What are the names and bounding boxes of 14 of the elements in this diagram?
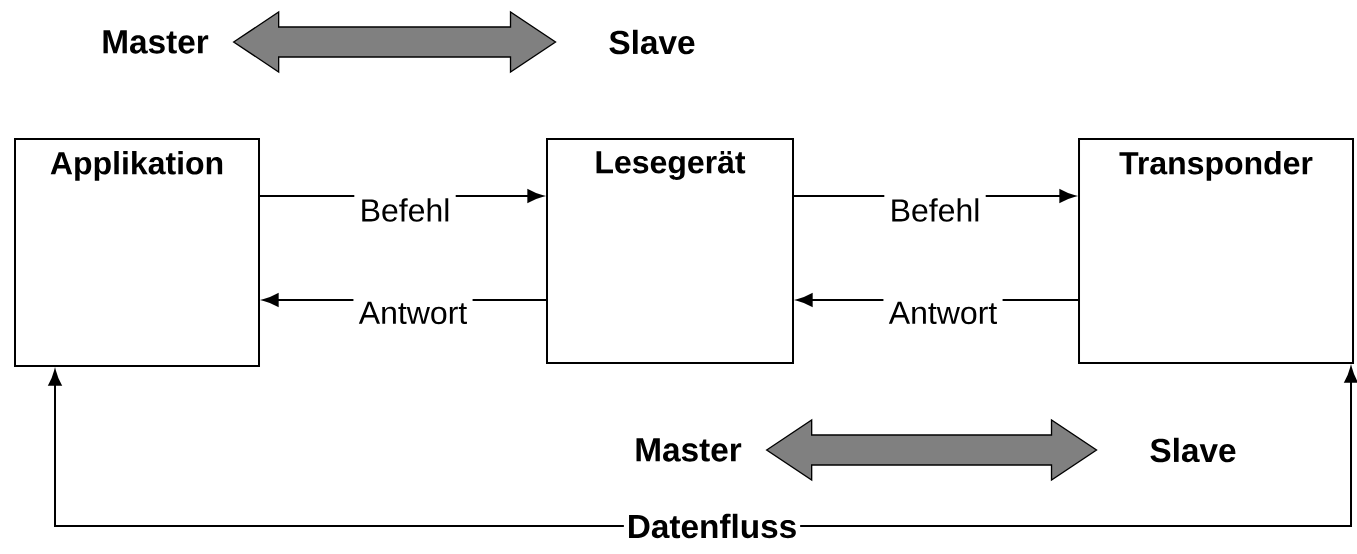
- process-box: Lesegerät: [546, 138, 794, 364]
- edge-label: Befehl: [354, 192, 456, 228]
- edge-label: Antwort: [883, 296, 1003, 330]
- edge-label: Befehl: [884, 192, 986, 228]
- process-box: Transponder: [1078, 138, 1354, 364]
- role-label: Master: [103, 30, 209, 54]
- role-label: Slave: [1150, 437, 1236, 463]
- process-box: Applikation: [14, 138, 260, 367]
- arrow: [48, 369, 625, 527]
- flow-label: Datenfluss: [629, 513, 796, 539]
- arrow: [799, 366, 1357, 527]
- edge-label: Antwort: [353, 296, 473, 330]
- role-label: Master: [636, 438, 742, 462]
- role-label: Slave: [609, 29, 695, 55]
